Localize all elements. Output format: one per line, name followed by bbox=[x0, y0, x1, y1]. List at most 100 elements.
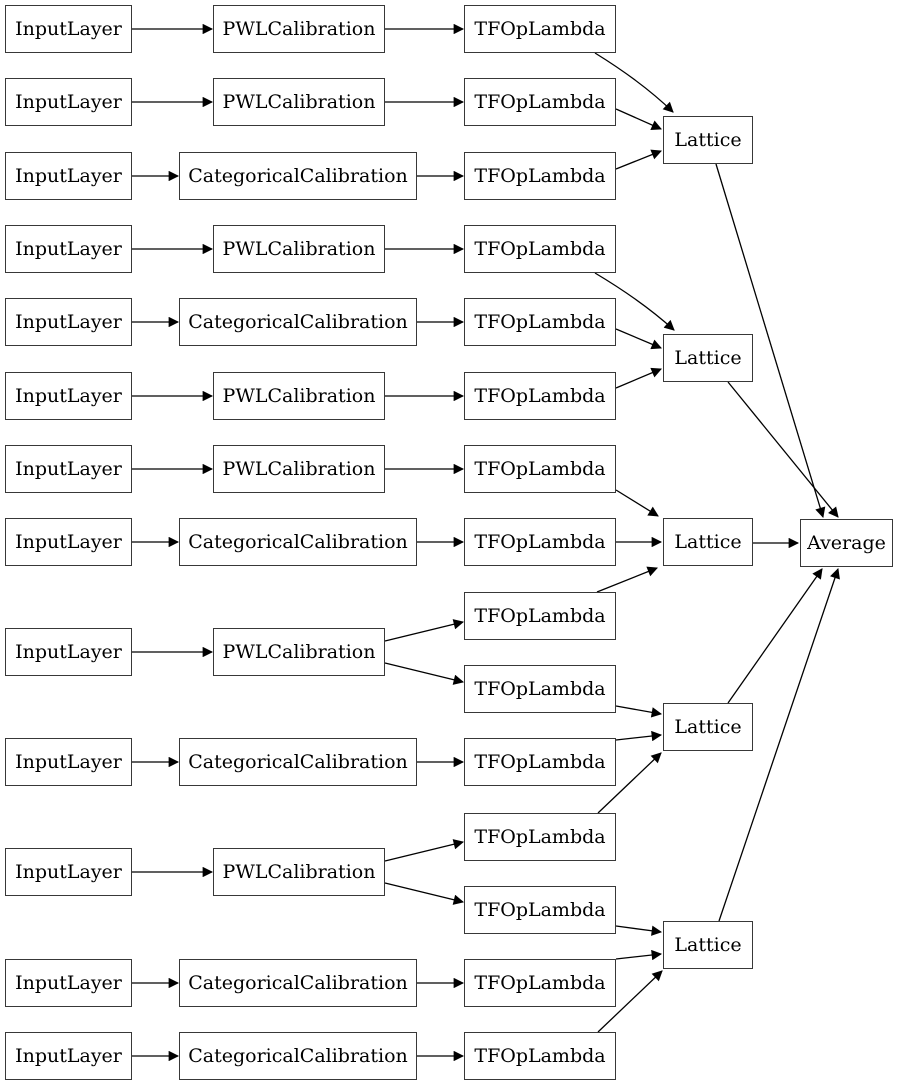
tf-op-lambda-14-label: TFOpLambda bbox=[474, 972, 606, 994]
edge-pwl-calibration-6-to-tf-op-lambda-9 bbox=[384, 619, 465, 642]
edge-tf-op-lambda-1-to-lattice-1 bbox=[594, 52, 674, 113]
input-layer-3-label: InputLayer bbox=[15, 165, 122, 187]
edge-tf-op-lambda-14-to-lattice-5 bbox=[615, 949, 663, 961]
input-layer-10-label: InputLayer bbox=[15, 751, 122, 773]
tf-op-lambda-7-node: TFOpLambda bbox=[464, 445, 616, 493]
pwl-calibration-1-node: PWLCalibration bbox=[213, 5, 385, 53]
edge-tf-op-lambda-9-to-lattice-3 bbox=[596, 566, 658, 593]
lattice-2-node: Lattice bbox=[663, 334, 753, 382]
tf-op-lambda-6-label: TFOpLambda bbox=[474, 385, 606, 407]
edge-lattice-5-to-average bbox=[718, 568, 840, 922]
tf-op-lambda-7-label: TFOpLambda bbox=[474, 458, 606, 480]
input-layer-9-label: InputLayer bbox=[15, 641, 122, 663]
input-layer-6-label: InputLayer bbox=[15, 385, 122, 407]
lattice-4-node: Lattice bbox=[663, 703, 753, 751]
pwl-calibration-6-label: PWLCalibration bbox=[222, 641, 376, 663]
average-label: Average bbox=[807, 532, 886, 554]
pwl-calibration-3-node: PWLCalibration bbox=[213, 225, 385, 273]
categorical-calibration-2-node: CategoricalCalibration bbox=[179, 298, 417, 346]
input-layer-7-label: InputLayer bbox=[15, 458, 122, 480]
input-layer-3-node: InputLayer bbox=[5, 152, 132, 200]
tf-op-lambda-4-label: TFOpLambda bbox=[474, 238, 606, 260]
tf-op-lambda-13-label: TFOpLambda bbox=[474, 899, 606, 921]
tf-op-lambda-2-label: TFOpLambda bbox=[474, 91, 606, 113]
categorical-calibration-2-label: CategoricalCalibration bbox=[188, 311, 408, 333]
categorical-calibration-6-label: CategoricalCalibration bbox=[188, 1045, 408, 1067]
input-layer-12-node: InputLayer bbox=[5, 959, 132, 1007]
edge-tf-op-lambda-6-to-lattice-2 bbox=[615, 367, 662, 389]
tf-op-lambda-12-node: TFOpLambda bbox=[464, 813, 616, 861]
input-layer-2-node: InputLayer bbox=[5, 78, 132, 126]
average-node: Average bbox=[800, 519, 893, 567]
lattice-1-label: Lattice bbox=[674, 129, 742, 151]
pwl-calibration-4-label: PWLCalibration bbox=[222, 385, 376, 407]
tf-op-lambda-9-label: TFOpLambda bbox=[474, 605, 606, 627]
input-layer-1-node: InputLayer bbox=[5, 5, 132, 53]
lattice-5-label: Lattice bbox=[674, 934, 742, 956]
tf-op-lambda-3-label: TFOpLambda bbox=[474, 165, 606, 187]
tf-op-lambda-6-node: TFOpLambda bbox=[464, 372, 616, 420]
tf-op-lambda-9-node: TFOpLambda bbox=[464, 592, 616, 640]
edge-tf-op-lambda-11-to-lattice-4 bbox=[615, 730, 663, 742]
pwl-calibration-7-node: PWLCalibration bbox=[213, 848, 385, 896]
tf-op-lambda-8-node: TFOpLambda bbox=[464, 518, 616, 566]
edge-tf-op-lambda-2-to-lattice-1 bbox=[615, 108, 662, 130]
input-layer-11-label: InputLayer bbox=[15, 861, 122, 883]
categorical-calibration-1-node: CategoricalCalibration bbox=[179, 152, 417, 200]
pwl-calibration-5-node: PWLCalibration bbox=[213, 445, 385, 493]
tf-op-lambda-14-node: TFOpLambda bbox=[464, 959, 616, 1007]
input-layer-1-label: InputLayer bbox=[15, 18, 122, 40]
input-layer-8-node: InputLayer bbox=[5, 518, 132, 566]
pwl-calibration-4-node: PWLCalibration bbox=[213, 372, 385, 420]
tf-op-lambda-3-node: TFOpLambda bbox=[464, 152, 616, 200]
categorical-calibration-6-node: CategoricalCalibration bbox=[179, 1032, 417, 1080]
pwl-calibration-3-label: PWLCalibration bbox=[222, 238, 376, 260]
input-layer-9-node: InputLayer bbox=[5, 628, 132, 676]
input-layer-11-node: InputLayer bbox=[5, 848, 132, 896]
edge-tf-op-lambda-12-to-lattice-4 bbox=[597, 752, 662, 814]
categorical-calibration-5-node: CategoricalCalibration bbox=[179, 959, 417, 1007]
categorical-calibration-1-label: CategoricalCalibration bbox=[188, 165, 408, 187]
tf-op-lambda-10-label: TFOpLambda bbox=[474, 678, 606, 700]
edge-tf-op-lambda-4-to-lattice-2 bbox=[594, 272, 675, 331]
edge-lattice-4-to-average bbox=[727, 568, 823, 704]
tf-op-lambda-1-node: TFOpLambda bbox=[464, 5, 616, 53]
edge-tf-op-lambda-13-to-lattice-5 bbox=[615, 925, 663, 936]
input-layer-2-label: InputLayer bbox=[15, 91, 122, 113]
input-layer-6-node: InputLayer bbox=[5, 372, 132, 420]
tf-op-lambda-8-label: TFOpLambda bbox=[474, 531, 606, 553]
pwl-calibration-7-label: PWLCalibration bbox=[222, 861, 376, 883]
input-layer-10-node: InputLayer bbox=[5, 738, 132, 786]
input-layer-5-node: InputLayer bbox=[5, 298, 132, 346]
input-layer-4-label: InputLayer bbox=[15, 238, 122, 260]
tf-op-lambda-1-label: TFOpLambda bbox=[474, 18, 606, 40]
edge-tf-op-lambda-5-to-lattice-2 bbox=[615, 328, 662, 350]
lattice-4-label: Lattice bbox=[674, 716, 742, 738]
edge-pwl-calibration-6-to-tf-op-lambda-10 bbox=[384, 662, 465, 685]
lattice-2-label: Lattice bbox=[674, 347, 742, 369]
edge-lattice-2-to-average bbox=[727, 381, 839, 518]
tf-op-lambda-15-label: TFOpLambda bbox=[474, 1045, 606, 1067]
categorical-calibration-5-label: CategoricalCalibration bbox=[188, 972, 408, 994]
categorical-calibration-3-label: CategoricalCalibration bbox=[188, 531, 408, 553]
tf-op-lambda-5-label: TFOpLambda bbox=[474, 311, 606, 333]
tf-op-lambda-11-node: TFOpLambda bbox=[464, 738, 616, 786]
tf-op-lambda-12-label: TFOpLambda bbox=[474, 826, 606, 848]
tf-op-lambda-11-label: TFOpLambda bbox=[474, 751, 606, 773]
lattice-3-label: Lattice bbox=[674, 531, 742, 553]
lattice-1-node: Lattice bbox=[663, 116, 753, 164]
edge-tf-op-lambda-10-to-lattice-4 bbox=[615, 705, 663, 718]
edge-tf-op-lambda-3-to-lattice-1 bbox=[615, 149, 662, 170]
pwl-calibration-1-label: PWLCalibration bbox=[222, 18, 376, 40]
pwl-calibration-6-node: PWLCalibration bbox=[213, 628, 385, 676]
input-layer-4-node: InputLayer bbox=[5, 225, 132, 273]
tf-op-lambda-5-node: TFOpLambda bbox=[464, 298, 616, 346]
tf-op-lambda-10-node: TFOpLambda bbox=[464, 665, 616, 713]
edge-tf-op-lambda-7-to-lattice-3 bbox=[615, 489, 659, 517]
edge-pwl-calibration-7-to-tf-op-lambda-12 bbox=[384, 839, 465, 862]
categorical-calibration-4-node: CategoricalCalibration bbox=[179, 738, 417, 786]
pwl-calibration-2-node: PWLCalibration bbox=[213, 78, 385, 126]
input-layer-5-label: InputLayer bbox=[15, 311, 122, 333]
